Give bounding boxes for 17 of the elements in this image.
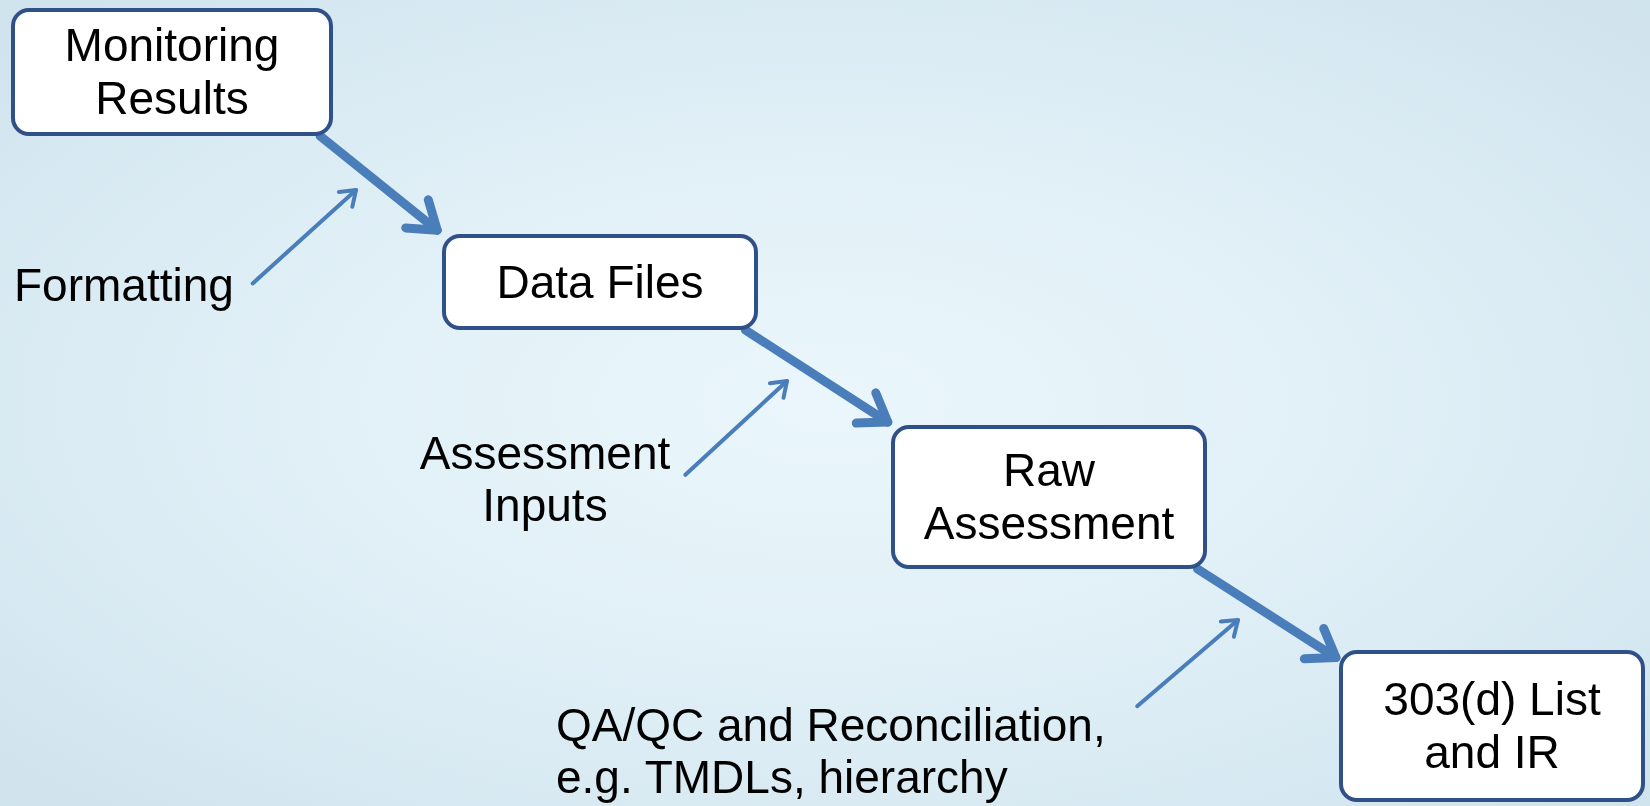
- process-box: [442, 234, 758, 330]
- node-label: Monitoring Results: [64, 19, 280, 124]
- process-box: [11, 8, 333, 136]
- process-box: [1339, 650, 1645, 802]
- annotation-text: Formatting: [14, 260, 248, 312]
- arrow: [1193, 564, 1341, 664]
- arrow: [250, 188, 358, 286]
- arrow: [683, 379, 789, 477]
- arrow: [315, 131, 442, 235]
- arrow: [740, 325, 893, 428]
- arrow: [1135, 618, 1240, 709]
- process-box: [891, 425, 1207, 569]
- node-label: Raw Assessment: [923, 444, 1175, 549]
- annotation-text: Assessment Inputs: [410, 428, 680, 532]
- node-label: Data Files: [496, 255, 704, 308]
- annotation-text: QA/QC and Reconciliation, e.g. TMDLs, hierarchy: [556, 700, 1146, 804]
- node-label: 303(d) List and IR: [1383, 673, 1601, 778]
